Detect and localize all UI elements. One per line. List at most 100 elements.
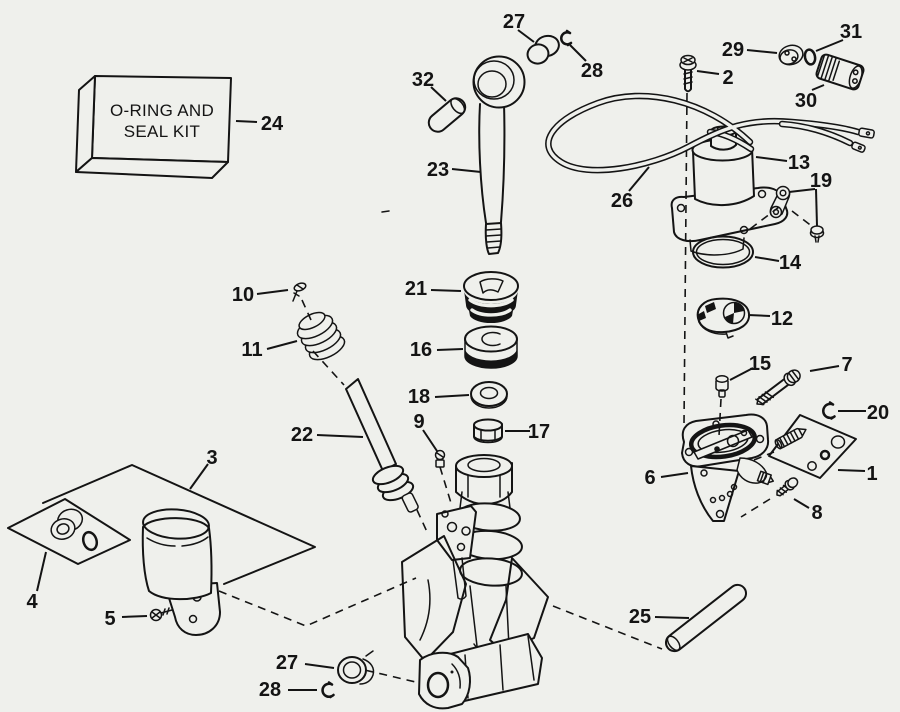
part-32-pivot-pin bbox=[427, 97, 467, 133]
callout-29-leader bbox=[746, 49, 778, 54]
callout-32-leader bbox=[430, 86, 447, 102]
callout-10-leader bbox=[256, 289, 289, 295]
callout-9: 9 bbox=[413, 411, 424, 433]
callout-layer: 1234567891011121314151617181920212223242… bbox=[26, 11, 889, 701]
spade-terminal bbox=[851, 141, 866, 153]
part-7-bolt bbox=[755, 369, 801, 406]
callout-15: 15 bbox=[749, 353, 771, 375]
part-14-o-ring bbox=[692, 235, 754, 269]
kit-box-label-line1: O-RING AND bbox=[110, 101, 214, 120]
part-26-wire-harness bbox=[545, 92, 875, 174]
callout-32: 32 bbox=[412, 69, 434, 91]
callout-22-leader bbox=[316, 434, 364, 438]
part-1-valve-plate bbox=[768, 414, 857, 479]
callout-19-leader bbox=[815, 188, 818, 227]
callout-26-leader bbox=[628, 166, 650, 192]
callout-11: 11 bbox=[241, 339, 262, 361]
callout-31: 31 bbox=[840, 21, 862, 43]
callout-3: 3 bbox=[206, 447, 217, 469]
callout-8-leader bbox=[793, 498, 810, 509]
callout-22: 22 bbox=[291, 424, 313, 446]
callout-19-leader bbox=[788, 188, 816, 193]
part-28-top-retaining-ring bbox=[560, 29, 573, 47]
callout-12: 12 bbox=[771, 308, 793, 330]
part-4-panel-with-bushing bbox=[7, 498, 131, 565]
callout-10: 10 bbox=[232, 284, 254, 306]
callout-11-leader bbox=[266, 340, 298, 350]
part-28-bottom-retaining-ring bbox=[321, 681, 335, 699]
stray-mark bbox=[381, 210, 390, 213]
bushing bbox=[50, 508, 84, 540]
part-29-end-cap bbox=[778, 44, 804, 66]
part-24-seal-kit-box: O-RING AND SEAL KIT bbox=[75, 75, 232, 179]
part-11-valve-plug bbox=[296, 311, 346, 361]
callout-30-leader bbox=[811, 84, 825, 91]
assembly-axes-over bbox=[301, 92, 814, 535]
callout-20: 20 bbox=[867, 402, 889, 424]
callout-8: 8 bbox=[811, 502, 822, 524]
callout-30: 30 bbox=[795, 90, 817, 112]
o-ring-small bbox=[81, 530, 99, 552]
callout-21: 21 bbox=[405, 278, 427, 300]
gland-nut bbox=[455, 454, 513, 505]
main-cylinder-body bbox=[401, 454, 549, 710]
callout-23: 23 bbox=[427, 159, 449, 181]
callout-14-leader bbox=[754, 256, 780, 262]
reservoir-canister bbox=[141, 508, 213, 601]
callout-3-leader bbox=[189, 463, 209, 490]
part-31-o-ring bbox=[803, 48, 817, 66]
part-16-piston bbox=[464, 325, 518, 369]
callout-1-leader bbox=[837, 469, 866, 472]
part-27-bottom-cap bbox=[337, 650, 375, 685]
part-25-anchor-pin bbox=[664, 583, 748, 653]
callout-21-leader bbox=[430, 289, 462, 292]
callout-7: 7 bbox=[841, 354, 852, 376]
assembly-axes-under bbox=[218, 577, 663, 685]
part-13-electric-motor bbox=[670, 125, 789, 256]
callout-9-leader bbox=[422, 429, 438, 452]
part-18-washer bbox=[470, 381, 508, 409]
callout-14: 14 bbox=[779, 252, 802, 274]
part-21-end-cap bbox=[463, 271, 519, 324]
part-12-pump-rotor bbox=[696, 297, 751, 339]
part-8-screw bbox=[776, 477, 799, 497]
link-screw bbox=[809, 225, 825, 243]
relief-valve bbox=[774, 427, 807, 450]
callout-13-leader bbox=[755, 156, 788, 162]
callout-12-leader bbox=[747, 314, 771, 317]
callout-2: 2 bbox=[722, 67, 733, 89]
spade-terminal bbox=[858, 127, 875, 139]
callout-27-bottom-leader bbox=[304, 663, 335, 669]
callout-16-leader bbox=[436, 348, 464, 351]
callout-4-leader bbox=[36, 551, 47, 592]
callout-18-leader bbox=[434, 394, 470, 398]
part-23-tilt-lever-shaft bbox=[472, 55, 526, 255]
callout-24: 24 bbox=[261, 113, 284, 135]
upper-mount-bracket bbox=[436, 505, 477, 600]
part-10-screw bbox=[292, 282, 307, 302]
callout-29: 29 bbox=[722, 39, 744, 61]
callout-17: 17 bbox=[528, 421, 550, 443]
callout-4: 4 bbox=[26, 591, 38, 613]
part-17-nut bbox=[473, 418, 503, 444]
part-30-connector-plug bbox=[815, 53, 865, 91]
lower-eye-boss bbox=[418, 651, 471, 710]
callout-25-leader bbox=[654, 616, 690, 619]
callout-28-top-leader bbox=[569, 44, 587, 62]
callout-28-bottom: 28 bbox=[259, 679, 281, 701]
callout-13: 13 bbox=[788, 152, 810, 174]
part-27-top-cap bbox=[526, 34, 560, 65]
callout-5-leader bbox=[121, 615, 148, 618]
callout-1: 1 bbox=[866, 463, 877, 485]
part-5-screw bbox=[149, 607, 173, 622]
callout-6: 6 bbox=[644, 467, 655, 489]
callout-31-leader bbox=[815, 39, 844, 52]
callout-15-leader bbox=[729, 367, 754, 381]
callout-26: 26 bbox=[611, 190, 633, 212]
pump-bracket bbox=[690, 465, 740, 522]
callout-18: 18 bbox=[408, 386, 430, 408]
part-22-piston-rod bbox=[345, 378, 419, 513]
pump-side-boss bbox=[736, 457, 775, 486]
